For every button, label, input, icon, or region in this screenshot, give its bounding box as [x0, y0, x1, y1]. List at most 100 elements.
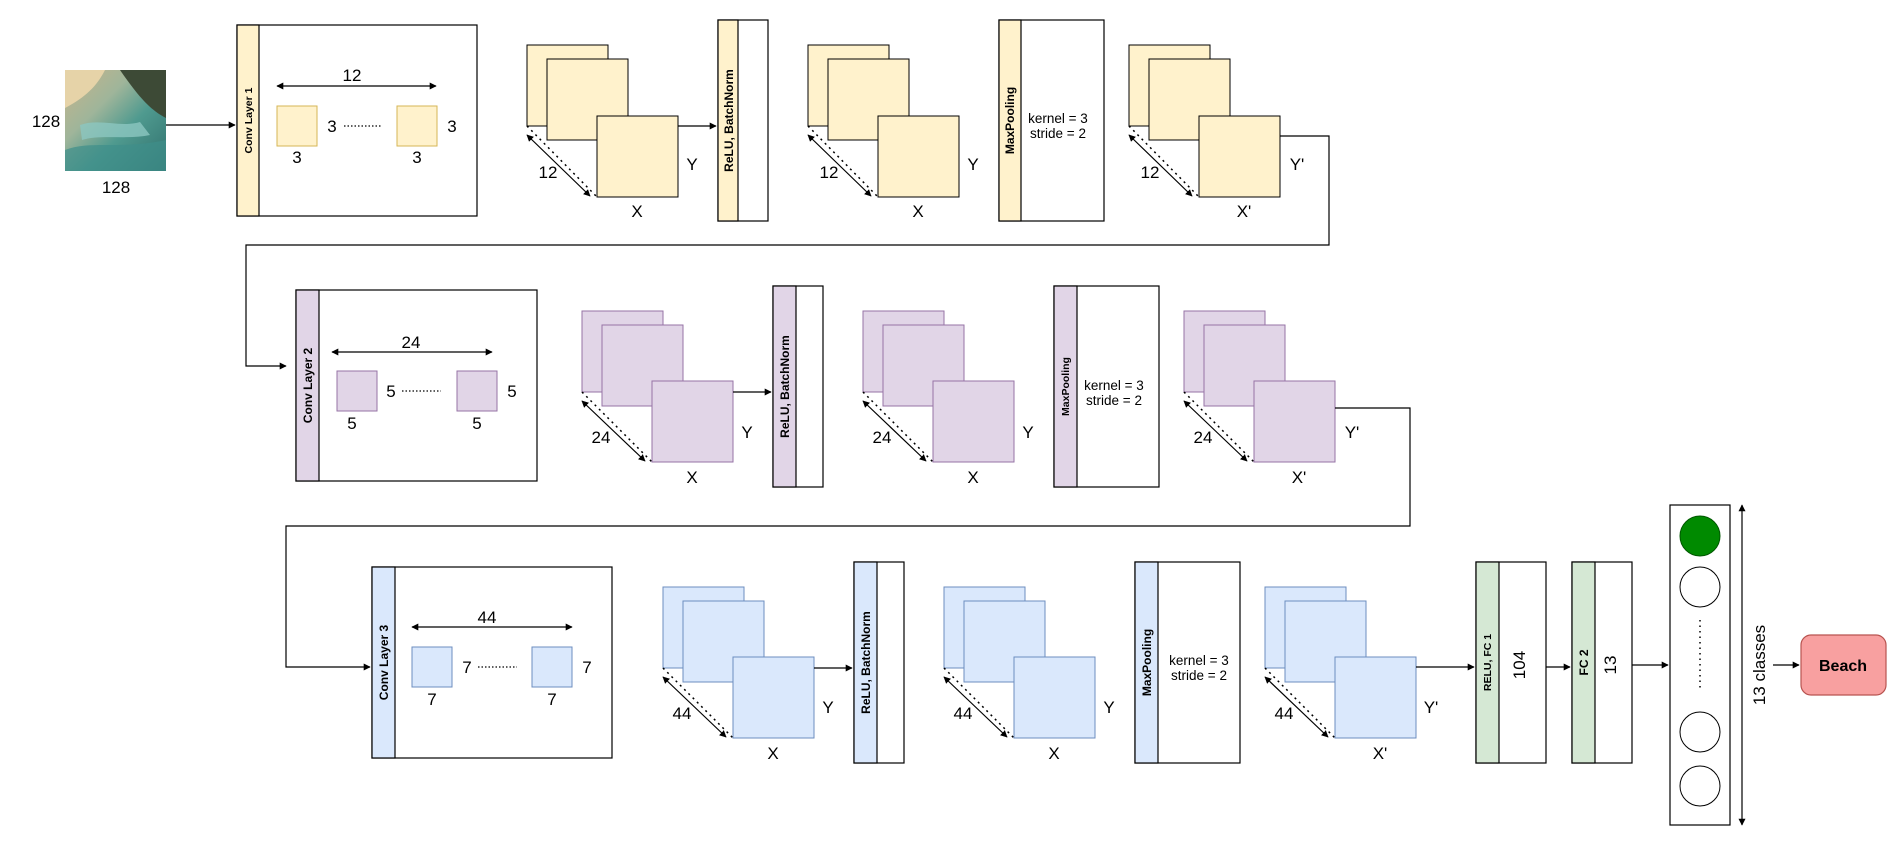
classes-label: 13 classes — [1750, 625, 1769, 705]
fc2-units: 13 — [1601, 656, 1620, 675]
pool-stride-label: stride = 2 — [1086, 393, 1142, 408]
pool-stride-label: stride = 2 — [1171, 668, 1227, 683]
width-label: X — [912, 202, 923, 221]
width-label: X — [767, 744, 778, 763]
width-label: X' — [1373, 744, 1388, 763]
height-label: Y' — [1290, 155, 1305, 174]
input-height-label: 128 — [32, 112, 60, 131]
kernel-label: 7 — [462, 658, 471, 677]
pooled-map-stack: 24 X' Y' — [1183, 310, 1360, 487]
kernel-box-first — [336, 370, 378, 412]
kernel-label: 7 — [582, 658, 591, 677]
relu-batchnorm-label: ReLU, BatchNorm — [859, 611, 873, 714]
maxpooling-block: MaxPooling kernel = 3 stride = 2 — [1053, 285, 1160, 488]
kernel-box-last — [531, 646, 573, 688]
fc1-label: RELU, FC 1 — [1482, 634, 1494, 691]
fc2-label: FC 2 — [1577, 649, 1591, 675]
width-label: X — [967, 468, 978, 487]
relu-batchnorm-block: ReLU, BatchNorm — [717, 19, 769, 222]
output-node — [1679, 765, 1721, 807]
kernel-label: 3 — [292, 148, 301, 167]
row2-to-row3-connector — [285, 407, 1411, 671]
kernel-box-first — [411, 646, 453, 688]
kernel-label: 3 — [327, 117, 336, 136]
height-label: Y' — [1424, 698, 1439, 717]
conv-layer-3: Conv Layer 3 44 7 7 7 7 — [371, 566, 613, 759]
maxpooling-block: MaxPooling kernel = 3 stride = 2 — [1134, 561, 1241, 764]
relu-batchnorm-block: ReLU, BatchNorm — [853, 561, 905, 764]
output-node-active — [1679, 515, 1721, 557]
row1-to-row2-connector — [245, 135, 1330, 370]
input-image — [65, 70, 166, 171]
kernel-box-last — [456, 370, 498, 412]
feature-map-stack: 12 X Y — [526, 44, 698, 221]
kernel-label: 7 — [427, 690, 436, 709]
kernel-label: 3 — [447, 117, 456, 136]
feature-map-stack: 44 X Y — [662, 586, 834, 763]
pooled-map-stack: 44 X' Y' — [1264, 586, 1439, 763]
fc1-units: 104 — [1510, 651, 1529, 679]
input-width-label: 128 — [102, 178, 130, 197]
fc2-block: FC 2 13 — [1571, 561, 1633, 764]
conv-layer-1: Conv Layer 1 12 3 3 3 3 — [236, 24, 478, 217]
pool-kernel-label: kernel = 3 — [1028, 111, 1088, 126]
channel-count-label: 12 — [820, 163, 839, 182]
channel-count-label: 12 — [539, 163, 558, 182]
height-label: Y — [822, 698, 833, 717]
fc1-block: RELU, FC 1 104 — [1475, 561, 1547, 764]
output-layer — [1669, 504, 1731, 826]
width-label: X' — [1237, 202, 1252, 221]
kernel-label: 5 — [386, 382, 395, 401]
height-label: Y' — [1345, 423, 1360, 442]
channel-count-label: 24 — [873, 428, 892, 447]
conv-layer-3-label: Conv Layer 3 — [377, 624, 391, 700]
feature-map-stack: 24 X Y — [581, 310, 753, 487]
conv-layer-1-tab — [236, 24, 260, 217]
output-node — [1679, 566, 1721, 608]
height-label: Y — [967, 155, 978, 174]
relu-batchnorm-label: ReLU, BatchNorm — [778, 335, 792, 438]
channel-count-label: 24 — [592, 428, 611, 447]
prediction-output: Beach — [1800, 634, 1887, 696]
width-label: X — [1048, 744, 1059, 763]
feature-map-stack: 24 X Y — [862, 310, 1034, 487]
height-label: Y — [741, 423, 752, 442]
feature-map-stack: 12 X Y — [807, 44, 979, 221]
feature-map-stack: 44 X Y — [943, 586, 1115, 763]
channel-count-label: 44 — [954, 704, 973, 723]
pool-kernel-label: kernel = 3 — [1084, 378, 1144, 393]
channel-count-label: 44 — [1275, 704, 1294, 723]
kernel-box-last — [396, 105, 438, 147]
kernel-label: 5 — [507, 382, 516, 401]
height-label: Y — [1022, 423, 1033, 442]
relu-batchnorm-label: ReLU, BatchNorm — [722, 69, 736, 172]
height-label: Y — [1103, 698, 1114, 717]
height-label: Y — [686, 155, 697, 174]
pool-stride-label: stride = 2 — [1030, 126, 1086, 141]
conv-layer-1-label: Conv Layer 1 — [243, 87, 255, 153]
maxpooling-label: MaxPooling — [1060, 357, 1072, 416]
prediction-label: Beach — [1819, 658, 1867, 675]
conv-layer-2: Conv Layer 2 24 5 5 5 5 — [295, 289, 538, 482]
relu-batchnorm-block: ReLU, BatchNorm — [772, 285, 824, 488]
pool-kernel-label: kernel = 3 — [1169, 653, 1229, 668]
maxpooling-label: MaxPooling — [1140, 629, 1154, 696]
maxpooling-label: MaxPooling — [1003, 87, 1017, 154]
kernel-box-first — [276, 105, 318, 147]
filter-count-label: 44 — [478, 608, 497, 627]
channel-count-label: 44 — [673, 704, 692, 723]
output-node — [1679, 711, 1721, 753]
channel-count-label: 24 — [1194, 428, 1213, 447]
pooled-map-stack: 12 X' Y' — [1128, 44, 1305, 221]
kernel-label: 7 — [547, 690, 556, 709]
filter-count-label: 12 — [343, 66, 362, 85]
kernel-label: 5 — [347, 414, 356, 433]
kernel-label: 3 — [412, 148, 421, 167]
conv-layer-2-label: Conv Layer 2 — [301, 347, 315, 423]
width-label: X — [631, 202, 642, 221]
width-label: X — [686, 468, 697, 487]
filter-count-label: 24 — [402, 333, 421, 352]
maxpooling-block: MaxPooling kernel = 3 stride = 2 — [998, 19, 1105, 222]
width-label: X' — [1292, 468, 1307, 487]
